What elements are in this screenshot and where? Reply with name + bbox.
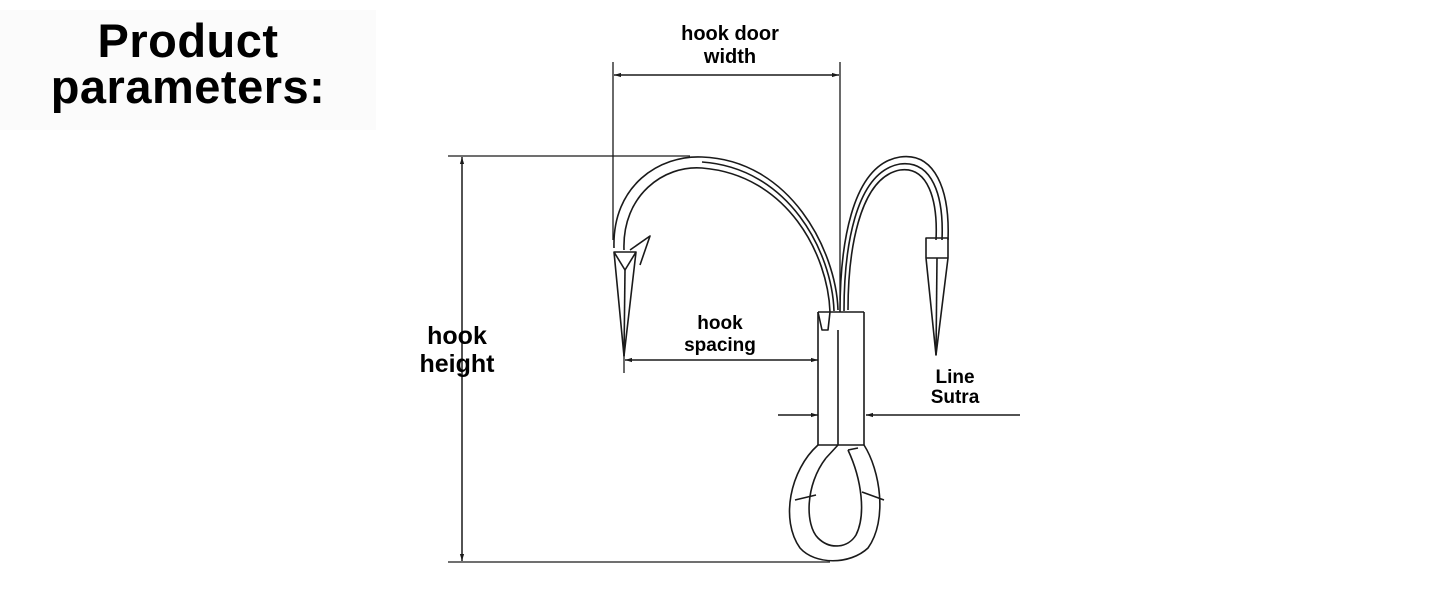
hook-drawing	[613, 155, 949, 562]
label-line-sutra: Line Sutra	[915, 368, 995, 408]
label-hook-spacing-line-2: spacing	[684, 335, 756, 356]
title-line-1: Product	[97, 14, 279, 67]
label-hook-door-width-line-2: width	[703, 46, 757, 68]
label-line-sutra-line-1: Line	[935, 367, 975, 388]
label-hook-door-width-line-1: hook door	[681, 23, 779, 45]
hook-eye-inner	[808, 449, 863, 547]
label-hook-spacing-line-1: hook	[697, 313, 743, 334]
label-line-sutra-line-2: Sutra	[930, 387, 980, 408]
right-hook-bend-inner	[847, 169, 938, 311]
hook-shank	[817, 311, 865, 446]
left-hook-tail	[817, 311, 831, 331]
dimension-lines	[448, 62, 1020, 563]
title-panel	[0, 10, 376, 130]
left-hook-bend-mid	[701, 161, 835, 312]
left-hook-point-center	[623, 269, 626, 357]
page-title: Product parameters:	[0, 14, 376, 113]
title-line-2: parameters:	[50, 60, 326, 113]
label-hook-door-width: hook door width	[660, 23, 800, 69]
right-hook-point-center	[935, 257, 938, 356]
left-hook-barb	[629, 235, 651, 266]
label-hook-height-line-2: height	[419, 350, 495, 378]
hook-eye-edge-left	[794, 491, 885, 501]
right-hook-bend-outer	[839, 155, 949, 313]
right-hook-bend-mid	[843, 163, 943, 312]
label-hook-height-line-1: hook	[427, 322, 487, 350]
left-hook-bend-inner	[623, 167, 831, 313]
left-hook-bend-outer	[613, 156, 839, 311]
label-hook-height: hook height	[405, 322, 509, 378]
label-hook-spacing: hook spacing	[670, 313, 770, 357]
hook-eye-split	[825, 444, 859, 459]
hook-eye-outer	[788, 444, 881, 562]
